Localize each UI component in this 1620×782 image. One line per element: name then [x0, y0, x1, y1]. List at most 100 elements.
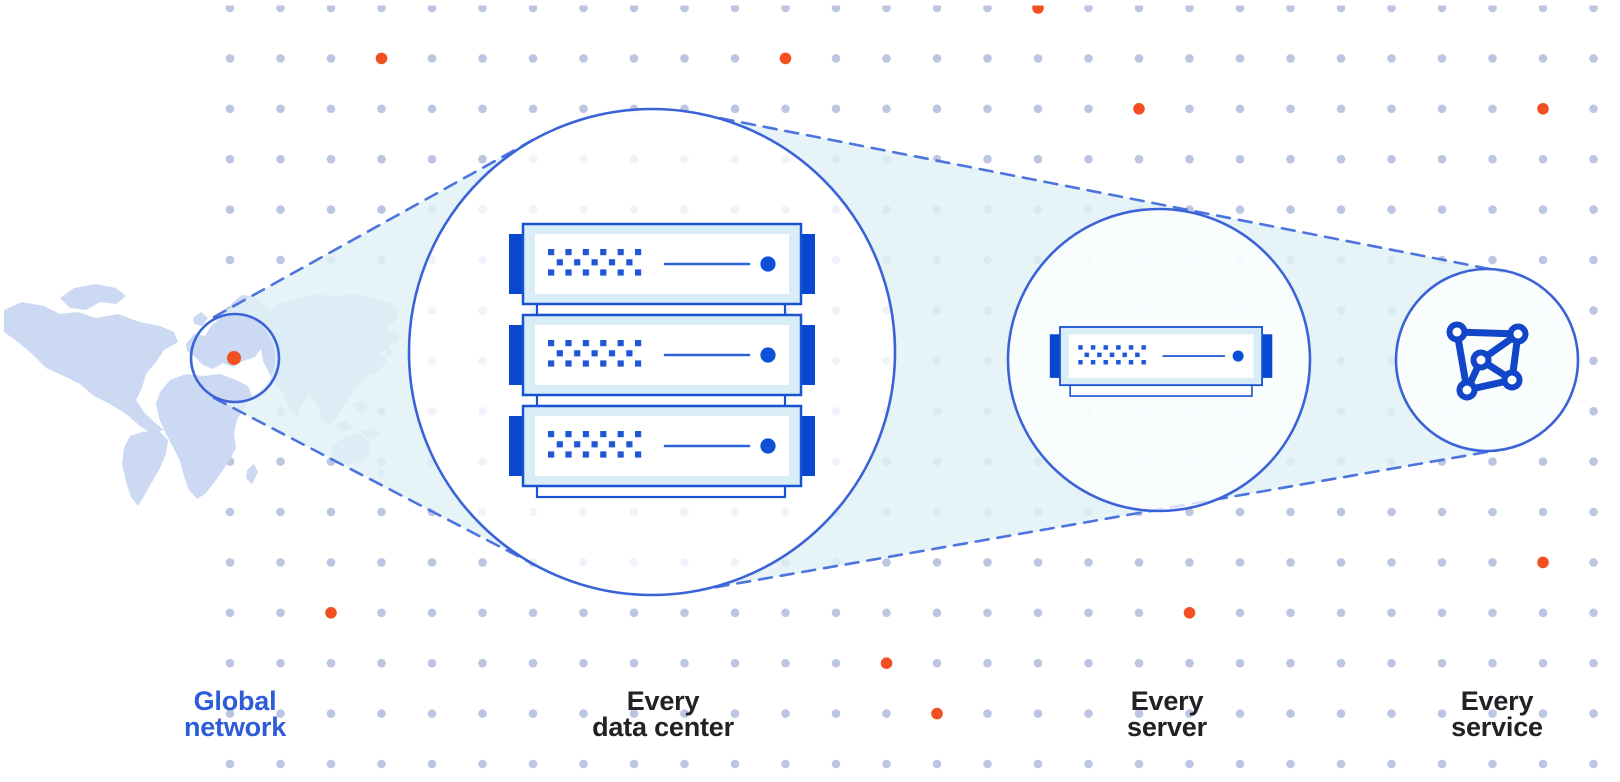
- grid-dot: [579, 759, 588, 769]
- grid-dot: [1185, 104, 1194, 114]
- grid-dot: [427, 54, 437, 63]
- grid-dot: [882, 759, 891, 769]
- single-server: [1048, 326, 1274, 397]
- grid-dot: [528, 759, 538, 769]
- grid-dot: [1286, 154, 1295, 164]
- grid-dot: [680, 608, 689, 618]
- grid-dot: [1336, 558, 1346, 567]
- grid-dot: [427, 3, 437, 13]
- grid-dot: [1084, 558, 1093, 567]
- accent-dot: [325, 607, 337, 619]
- grid-dot: [377, 759, 386, 769]
- grid-dot: [1134, 608, 1144, 618]
- grid-dot: [730, 104, 740, 114]
- grid-dot: [276, 558, 285, 567]
- grid-dot: [1538, 154, 1548, 164]
- grid-dot: [1437, 759, 1447, 769]
- grid-dot: [326, 558, 336, 567]
- grid-dot: [1488, 154, 1497, 164]
- label-every-data-center: Every data center: [513, 688, 813, 742]
- grid-dot: [1185, 759, 1194, 769]
- grid-dot: [1185, 154, 1194, 164]
- grid-dot: [1084, 658, 1093, 668]
- grid-dot: [377, 154, 386, 164]
- grid-dot: [1033, 558, 1043, 567]
- grid-dot: [1488, 205, 1497, 214]
- grid-dot: [1538, 54, 1548, 63]
- grid-dot: [983, 104, 992, 114]
- accent-dot: [1183, 607, 1196, 619]
- grid-dot: [1387, 608, 1396, 618]
- grid-dot: [629, 658, 639, 668]
- grid-dot: [932, 608, 942, 618]
- grid-dot: [629, 54, 639, 63]
- grid-dot: [1437, 658, 1447, 668]
- grid-dot: [1033, 154, 1043, 164]
- grid-dot: [1589, 759, 1598, 769]
- grid-dot: [1488, 457, 1497, 466]
- label-line: data center: [592, 712, 734, 742]
- grid-dot: [882, 104, 891, 114]
- grid-dot: [1488, 3, 1497, 13]
- grid-dot: [276, 759, 285, 769]
- grid-dot: [1185, 658, 1194, 668]
- grid-dot: [528, 709, 538, 718]
- grid-dot: [1488, 759, 1497, 769]
- grid-dot: [326, 104, 336, 114]
- grid-dot: [1538, 507, 1548, 517]
- grid-dot: [579, 54, 588, 63]
- grid-dot: [629, 608, 639, 618]
- grid-dot: [1235, 104, 1245, 114]
- grid-dot: [1134, 759, 1144, 769]
- grid-dot: [1235, 608, 1245, 618]
- grid-dot: [427, 558, 437, 567]
- grid-dot: [1134, 709, 1144, 718]
- grid-dot: [882, 608, 891, 618]
- grid-dot: [478, 759, 487, 769]
- grid-dot: [276, 154, 285, 164]
- grid-dot: [528, 104, 538, 114]
- grid-dot: [831, 3, 841, 13]
- grid-dot: [478, 608, 487, 618]
- grid-dot: [225, 507, 235, 517]
- grid-dot: [1589, 658, 1598, 668]
- dashed-tangent-bottom-right: [692, 447, 1506, 593]
- grid-dot: [1589, 507, 1598, 517]
- grid-dot: [1033, 54, 1043, 63]
- grid-dot: [1033, 608, 1043, 618]
- grid-dot: [579, 608, 588, 618]
- grid-dot: [831, 608, 841, 618]
- grid-dot: [1286, 558, 1295, 567]
- grid-dot: [1336, 608, 1346, 618]
- grid-dot: [276, 205, 285, 214]
- grid-dot: [478, 658, 487, 668]
- accent-dot: [1537, 103, 1549, 115]
- grid-dot: [579, 3, 588, 13]
- grid-dot: [427, 104, 437, 114]
- grid-dot: [225, 104, 235, 114]
- grid-dot: [1387, 54, 1396, 63]
- grid-dot: [1185, 709, 1194, 718]
- grid-dot: [629, 709, 639, 718]
- grid-dot: [983, 658, 992, 668]
- grid-dot: [1437, 104, 1447, 114]
- grid-dot: [1589, 558, 1598, 567]
- grid-dot: [983, 154, 992, 164]
- grid-dot: [1336, 154, 1346, 164]
- grid-dot: [478, 54, 487, 63]
- grid-dot: [276, 457, 285, 466]
- grid-dot: [1589, 709, 1598, 718]
- grid-dot: [1033, 759, 1043, 769]
- label-every-server: Every server: [1017, 688, 1317, 741]
- grid-dot: [1538, 3, 1548, 13]
- grid-dot: [831, 104, 841, 114]
- grid-dot: [1336, 709, 1346, 718]
- grid-dot: [1336, 507, 1346, 517]
- grid-dot: [1387, 658, 1396, 668]
- grid-dot: [882, 709, 891, 718]
- grid-dot: [326, 54, 336, 63]
- grid-dot: [1235, 3, 1245, 13]
- grid-dot: [276, 255, 285, 265]
- grid-dot: [1387, 205, 1396, 214]
